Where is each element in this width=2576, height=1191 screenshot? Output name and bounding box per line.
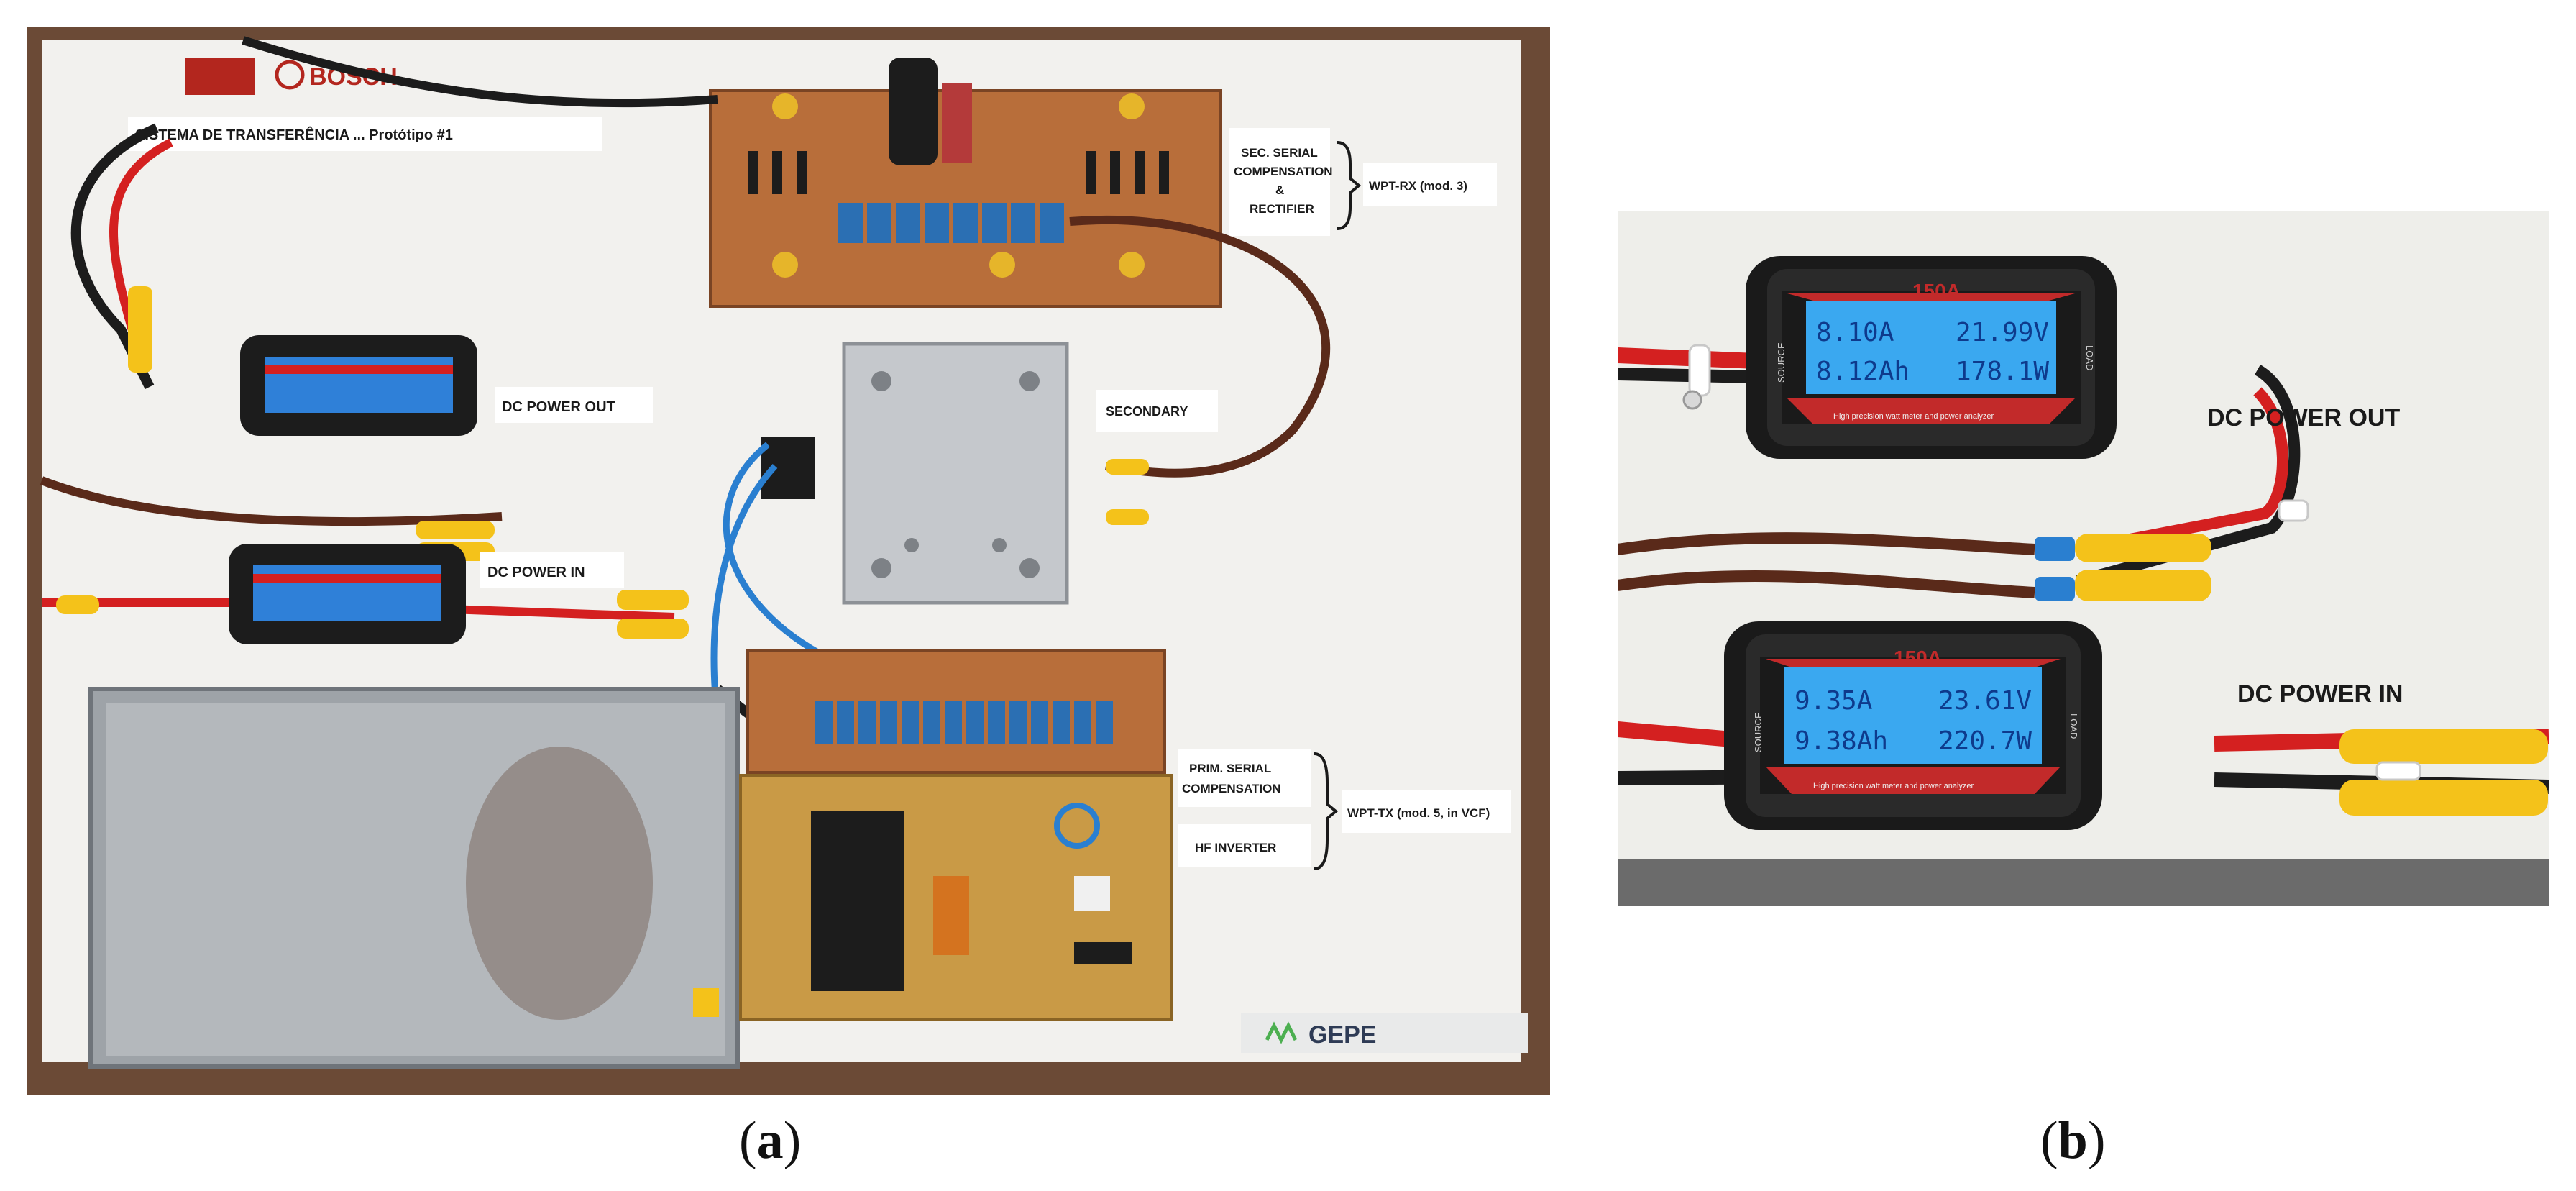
caption-a-letter: a [756, 1111, 784, 1170]
header-label-plate [128, 117, 602, 151]
hf-inverter-label-plate [1178, 824, 1311, 867]
sec-serial-label-2: COMPENSATION [1234, 165, 1333, 178]
prim-serial-label-plate [1178, 749, 1311, 807]
gepe-logo-plate [1241, 1013, 1528, 1053]
prim-serial-label-1: PRIM. SERIAL [1189, 762, 1271, 775]
secondary-label-plate [1096, 390, 1218, 432]
meter-in-subtitle: High precision watt meter and power anal… [1813, 782, 1974, 790]
meter-out-load-tag: LOAD [2084, 345, 2095, 370]
capacitor-bank-bottom [815, 701, 1113, 744]
hf-inverter-label: HF INVERTER [1195, 841, 1276, 854]
meter-in-source-tag: SOURCE [1753, 712, 1764, 752]
cable-ties [1688, 344, 2421, 781]
yellow-connectors [56, 286, 1149, 639]
meters-closeup-photo: 150A 8.10A 21.99V 8.12Ah 178.1W High pre… [1618, 211, 2549, 906]
diode-headers-top [748, 151, 1169, 194]
meter-in-current: 9.35A [1795, 686, 1873, 716]
brace-tx [1314, 752, 1339, 870]
wpt-tx-label-plate [1342, 790, 1511, 833]
wpt-tx-label: WPT-TX (mod. 5, in VCF) [1347, 806, 1490, 820]
power-meter-out [1746, 256, 2117, 459]
blue-loop-wire [1054, 803, 1100, 849]
gepe-logo-icon [1265, 1021, 1298, 1044]
black-wire-left [70, 123, 159, 390]
red-logo [185, 58, 255, 95]
dc-power-in-label-a: DC POWER IN [487, 565, 585, 580]
film-capacitor [942, 83, 972, 163]
brace-rx [1337, 141, 1362, 230]
secondary-label: SECONDARY [1106, 404, 1188, 419]
caption-b: (b) [2040, 1111, 2106, 1170]
sec-serial-label-4: RECTIFIER [1250, 202, 1314, 216]
electrolytic-capacitor [889, 58, 938, 165]
dc-power-in-label-plate-a [480, 552, 624, 588]
dc-power-out-label-a: DC POWER OUT [502, 399, 615, 415]
power-meter-in-a [229, 544, 466, 644]
inverter-heatsink [811, 811, 904, 991]
meter-in-voltage: 23.61V [1938, 686, 2032, 716]
bottom-shadow [1618, 859, 2549, 906]
warning-sticker [693, 988, 719, 1017]
meter-in-load-tag: LOAD [2068, 713, 2079, 739]
brown-wire-right [1069, 215, 1331, 478]
meter-out-current: 8.10A [1816, 318, 1894, 347]
black-wire-out [2076, 365, 2301, 587]
blue-connectors [2035, 537, 2075, 601]
sec-serial-label-1: SEC. SERIAL [1241, 146, 1318, 160]
black-wire-top [242, 36, 718, 108]
meter-out-subtitle: High precision watt meter and power anal… [1833, 412, 1994, 421]
meter-in-power: 220.7W [1938, 726, 2032, 756]
meter-out-power: 178.1W [1956, 357, 2049, 386]
photo-panel-b: 150A 8.10A 21.99V 8.12Ah 178.1W High pre… [1618, 211, 2549, 906]
heatsink-bolts [871, 371, 1040, 578]
inverter-capacitor [933, 876, 969, 955]
brown-wire-2 [1618, 570, 2035, 598]
red-wire-out [2076, 387, 2288, 555]
photo-panel-a: BOSCH SISTEMA DE TRANSFERÊNCIA ... Protó… [27, 27, 1550, 1095]
prim-serial-label-2: COMPENSATION [1182, 782, 1281, 795]
caption-b-letter: b [2058, 1111, 2088, 1170]
wpt-rx-label: WPT-RX (mod. 3) [1369, 179, 1467, 193]
reflection [466, 747, 653, 1020]
dc-power-out-label-plate-a [495, 387, 653, 423]
gepe-logo-text: GEPE [1308, 1021, 1376, 1049]
brown-wire-1 [1618, 532, 2035, 555]
header-title: SISTEMA DE TRANSFERÊNCIA ... Protótipo #… [135, 126, 453, 143]
caption-a: (a) [739, 1111, 802, 1170]
inverter-relay [1074, 876, 1110, 911]
sec-serial-label-plate [1229, 128, 1330, 236]
dc-power-out-label-b: DC POWER OUT [2207, 404, 2400, 432]
meter-out-charge: 8.12Ah [1816, 357, 1910, 386]
meter-out-source-tag: SOURCE [1776, 342, 1787, 383]
meter-in-brand: 150A [1894, 647, 1942, 669]
meter-in-charge: 9.38Ah [1795, 726, 1888, 756]
brown-wire-left [40, 476, 503, 526]
screw [1682, 390, 1702, 410]
terminal-posts-top [772, 93, 1145, 278]
dc-power-in-label-b: DC POWER IN [2237, 680, 2403, 708]
wpt-rx-label-plate [1363, 163, 1497, 206]
power-meter-in [1724, 621, 2102, 830]
inverter-ic [1074, 942, 1132, 964]
sec-serial-label-3: & [1275, 183, 1284, 197]
meter-out-brand: 150A [1912, 280, 1961, 302]
power-meter-out-a [240, 335, 477, 436]
yellow-connectors-b [2075, 534, 2548, 816]
bosch-logo-icon [275, 60, 305, 90]
capacitor-bank-top [838, 203, 1064, 243]
test-bench-photo: BOSCH SISTEMA DE TRANSFERÊNCIA ... Protó… [27, 27, 1550, 1095]
meter-out-voltage: 21.99V [1956, 318, 2049, 347]
